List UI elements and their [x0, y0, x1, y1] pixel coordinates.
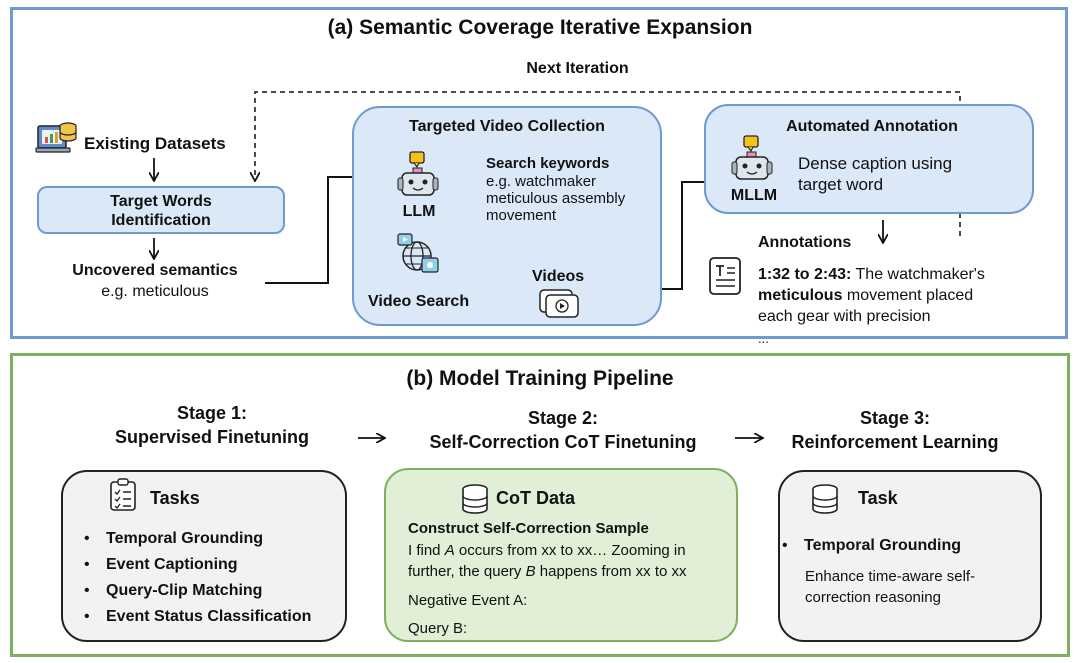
task-item: Event Captioning: [80, 552, 311, 578]
mllm-label: MLLM: [730, 187, 778, 204]
target-words-line2: Identification: [111, 212, 211, 229]
tasks-title: Tasks: [150, 488, 200, 508]
search-keywords-example: e.g. watchmaker meticulous assembly move…: [486, 173, 625, 224]
cot-line1-a: I find: [408, 542, 445, 559]
annotation-line1: 1:32 to 2:43: The watchmaker's: [758, 264, 985, 285]
cot-var-b: B: [525, 563, 536, 580]
cot-var-a: A: [444, 542, 455, 559]
uncovered-semantics-example: e.g. meticulous: [101, 283, 209, 300]
videos-stack-icon: [539, 289, 579, 318]
target-words-line1: Target Words: [110, 193, 212, 210]
automated-annotation-desc: Dense caption using target word: [798, 153, 952, 195]
mllm-robot-icon: [731, 135, 773, 180]
annotation-desc-line1: Dense caption using: [798, 154, 953, 173]
existing-datasets-label: Existing Datasets: [84, 134, 226, 153]
llm-robot-icon: [397, 151, 439, 196]
llm-label: LLM: [402, 203, 436, 220]
panel-b-frame: [10, 353, 1070, 657]
next-iteration-label: Next Iteration: [526, 60, 629, 77]
task-item: Event Status Classification: [80, 604, 311, 630]
video-collection-title: Targeted Video Collection: [409, 118, 605, 135]
task-item: Temporal Grounding: [778, 536, 961, 556]
video-collection-box: [352, 106, 662, 326]
cot-line2: further, the query B happens from xx to …: [408, 561, 687, 582]
annotation-text1: The watchmaker's: [851, 266, 985, 283]
stage1-name: Supervised Finetuning: [114, 427, 310, 447]
search-keywords-label: Search keywords: [486, 155, 610, 172]
task-desc-line2: correction reasoning: [805, 589, 941, 606]
keyword-line3: movement: [486, 207, 557, 224]
task-item: Query-Clip Matching: [80, 578, 311, 604]
annotation-ellipsis: ...: [758, 331, 769, 346]
annotation-time: 1:32 to 2:43:: [758, 266, 852, 283]
stage3-name: Reinforcement Learning: [791, 432, 999, 452]
video-search-globe-icon: [397, 233, 439, 273]
task-desc-line1: Enhance time-aware self-: [805, 568, 976, 585]
database-icon: [812, 484, 838, 514]
task-list: Temporal Grounding: [778, 536, 961, 556]
datasets-laptop-icon: [35, 122, 77, 153]
panel-a-title: (a) Semantic Coverage Iterative Expansio…: [327, 16, 753, 39]
task-title: Task: [858, 488, 898, 508]
annotations-label: Annotations: [758, 234, 852, 251]
video-search-label: Video Search: [368, 293, 470, 310]
annotation-desc-line2: target word: [798, 175, 884, 194]
annotation-sample: 1:32 to 2:43: The watchmaker's meticulou…: [758, 264, 985, 327]
cot-line1-b: occurs from xx to xx… Zooming in: [454, 542, 686, 559]
annotation-keyword: meticulous: [758, 287, 843, 304]
cot-line2-a: further, the query: [408, 563, 526, 580]
uncovered-semantics-title: Uncovered semantics: [72, 262, 238, 279]
panel-b-title: (b) Model Training Pipeline: [406, 367, 674, 390]
stage3-number: Stage 3:: [859, 408, 931, 428]
stage1-heading: Stage 1: Supervised Finetuning: [82, 401, 342, 449]
stage2-heading: Stage 2: Self-Correction CoT Finetuning: [400, 406, 726, 454]
annotation-line3: each gear with precision: [758, 308, 931, 325]
database-icon: [462, 484, 488, 514]
stage1-number: Stage 1:: [176, 403, 248, 423]
negative-event-label: Negative Event A:: [408, 592, 528, 609]
clipboard-checklist-icon: [110, 478, 136, 511]
annotation-text2: movement placed: [842, 287, 974, 304]
cot-line2-b: happens from xx to xx: [535, 563, 687, 580]
document-icon: [709, 257, 741, 295]
query-label: Query B:: [408, 620, 468, 637]
cot-data-subtitle: Construct Self-Correction Sample: [408, 520, 649, 537]
tasks-list: Temporal Grounding Event Captioning Quer…: [80, 526, 311, 630]
task-item: Temporal Grounding: [80, 526, 311, 552]
cot-data-card: [384, 468, 738, 642]
target-words-label: Target Words Identification: [37, 192, 285, 230]
panel-a-frame: [10, 7, 1068, 339]
cot-line1: I find A occurs from xx to xx… Zooming i…: [408, 540, 687, 561]
stage3-heading: Stage 3: Reinforcement Learning: [770, 406, 1020, 454]
annotation-line2: meticulous movement placed: [758, 285, 985, 306]
cot-data-title: CoT Data: [496, 488, 576, 508]
cot-sample-text: I find A occurs from xx to xx… Zooming i…: [408, 540, 687, 582]
stage2-name: Self-Correction CoT Finetuning: [429, 432, 697, 452]
keyword-line1: e.g. watchmaker: [486, 173, 597, 190]
target-words-box: [37, 186, 285, 234]
task-description: Enhance time-aware self- correction reas…: [805, 566, 975, 608]
automated-annotation-title: Automated Annotation: [786, 118, 958, 135]
keyword-line2: meticulous assembly: [486, 190, 626, 207]
videos-label: Videos: [532, 268, 585, 285]
stage2-number: Stage 2:: [527, 408, 599, 428]
